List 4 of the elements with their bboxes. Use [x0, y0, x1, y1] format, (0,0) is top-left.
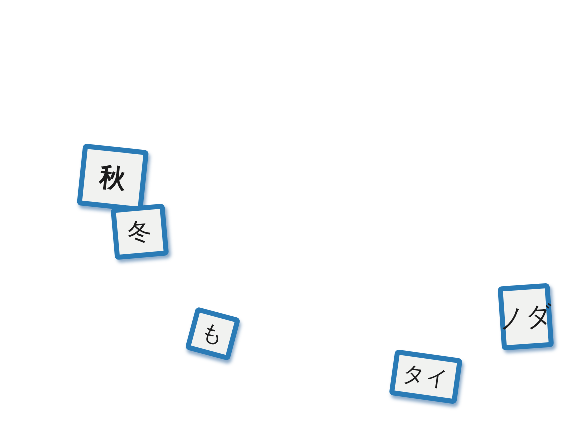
paper-tile: ノダ [498, 283, 554, 351]
paper-tile: タイ [389, 350, 463, 404]
paper-tile: も [185, 306, 241, 362]
paper-tile: 冬 [110, 204, 170, 260]
